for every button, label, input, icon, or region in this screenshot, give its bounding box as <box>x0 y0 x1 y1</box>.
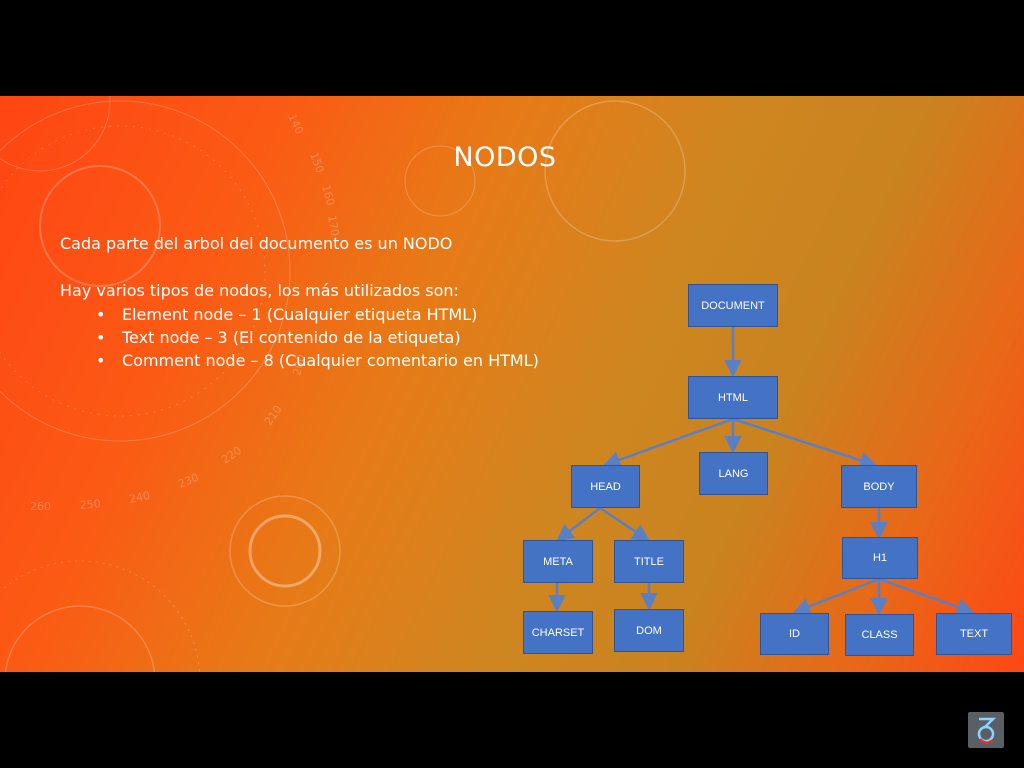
connector <box>792 577 880 615</box>
node-dom: DOM <box>614 609 684 652</box>
dial-label: 160 <box>319 183 337 207</box>
node-body: BODY <box>841 465 917 508</box>
dial-label: 250 <box>79 497 101 512</box>
decorative-background: 150 160 170 200 210 220 230 240 250 260 … <box>0 96 686 672</box>
logo-mark <box>977 717 997 744</box>
tree-connectors <box>548 327 975 616</box>
connector <box>599 506 651 542</box>
bullet-icon: • <box>96 305 106 324</box>
node-title: TITLE <box>614 540 684 583</box>
connector <box>556 507 601 542</box>
dial-label: 240 <box>128 489 151 506</box>
node-document: DOCUMENT <box>688 284 778 327</box>
dial-label: 260 <box>30 500 51 513</box>
list-item: • Text node – 3 (El contenido de la etiqu… <box>96 326 539 349</box>
node-meta: META <box>523 540 593 583</box>
node-types-heading: Hay varios tipos de nodos, los más utili… <box>60 281 459 300</box>
list-item: • Comment node – 8 (Cualquier comentario … <box>96 349 539 372</box>
list-item-text: Comment node – 8 (Cualquier comentario e… <box>122 351 539 370</box>
bullet-icon: • <box>96 328 106 347</box>
letterbox-top <box>0 0 1024 96</box>
connector <box>878 577 975 616</box>
logo-icon <box>968 712 1004 748</box>
node-h1: H1 <box>842 537 918 579</box>
list-item-text: Element node – 1 (Cualquier etiqueta HTM… <box>122 305 478 324</box>
bullet-icon: • <box>96 351 106 370</box>
connector <box>602 417 734 469</box>
connector <box>732 417 878 469</box>
node-text: TEXT <box>936 613 1012 655</box>
node-html: HTML <box>688 376 778 419</box>
node-types-list: • Element node – 1 (Cualquier etiqueta HT… <box>96 303 539 372</box>
node-charset: CHARSET <box>523 611 593 654</box>
intro-text: Cada parte del arbol del documento es un… <box>60 234 453 253</box>
node-lang: LANG <box>699 452 768 495</box>
slide-title: NODOS <box>453 142 557 173</box>
node-id: ID <box>760 613 829 655</box>
dial-label: 200 <box>290 353 308 377</box>
node-class: CLASS <box>845 614 914 656</box>
list-item-text: Text node – 3 (El contenido de la etique… <box>122 328 461 347</box>
node-head: HEAD <box>571 465 640 508</box>
dial-label: 170 <box>325 214 341 237</box>
list-item: • Element node – 1 (Cualquier etiqueta HT… <box>96 303 539 326</box>
dom-tree-diagram: DOCUMENT HTML HEAD LANG BODY META TITLE … <box>0 96 1024 672</box>
letterbox-bottom <box>0 672 1024 768</box>
presentation-slide: 150 160 170 200 210 220 230 240 250 260 … <box>0 96 1024 672</box>
